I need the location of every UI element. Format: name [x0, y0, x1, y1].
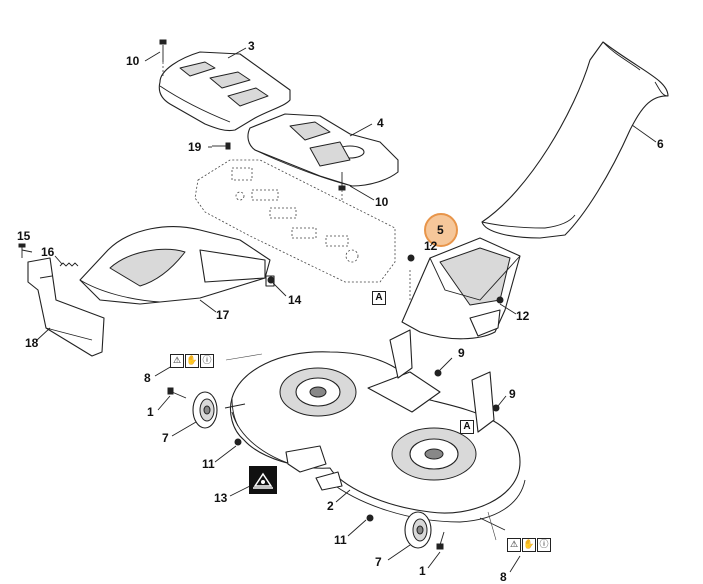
label-part-7-left: 7 [162, 431, 169, 445]
label-part-7-bottom: 7 [375, 555, 382, 569]
label-part-14: 14 [288, 293, 302, 307]
reference-marker-a-deck: A [460, 420, 474, 434]
nuts-9-11 [234, 276, 500, 522]
label-part-9-right: 9 [509, 387, 516, 401]
label-part-8-left: 8 [144, 371, 151, 385]
part-7-wheel-right [404, 511, 432, 549]
part-5-adapter [401, 237, 521, 340]
read-manual-icon: ⓘ [537, 538, 551, 552]
hand-hazard-icon: ✋ [185, 354, 199, 368]
label-part-5: 5 [437, 223, 444, 237]
label-part-10-top: 10 [126, 54, 140, 68]
label-part-13: 13 [214, 491, 228, 505]
part-7-wheel-left [192, 391, 218, 429]
part-1-bolt-right [436, 531, 445, 550]
part-16-spring [59, 262, 79, 267]
label-part-8-bottom: 8 [500, 570, 507, 584]
warning-decal-bottom: ⚠ ✋ ⓘ [507, 538, 551, 552]
label-part-4: 4 [377, 116, 384, 130]
screw-10-top [159, 39, 167, 78]
label-part-12-top: 12 [424, 239, 438, 253]
part-15-screw [18, 243, 26, 258]
label-part-9-top: 9 [458, 346, 465, 360]
label-part-10-mid: 10 [375, 195, 389, 209]
screw-19 [212, 142, 231, 150]
label-part-2: 2 [327, 499, 334, 513]
hand-hazard-icon: ✋ [522, 538, 536, 552]
part-3-cover [158, 51, 291, 132]
part-4-console [247, 113, 399, 187]
part-17-housing [79, 226, 275, 305]
part-1-bolt-left [167, 387, 187, 399]
read-manual-icon: ⓘ [200, 354, 214, 368]
reference-marker-a-top: A [372, 291, 386, 305]
label-part-1-bottom: 1 [419, 564, 426, 578]
warning-decal-top: ⚠ ✋ ⓘ [170, 354, 214, 368]
label-part-12-right: 12 [516, 309, 530, 323]
part-18-flap [27, 257, 105, 357]
screw-10-mid [338, 172, 346, 200]
part-6-chute [481, 41, 669, 239]
label-part-1-left: 1 [147, 405, 154, 419]
label-part-16: 16 [41, 245, 55, 259]
warning-triangle-icon: ⚠ [507, 538, 521, 552]
label-part-6: 6 [657, 137, 664, 151]
label-part-11-bottom: 11 [334, 533, 347, 547]
part-2-mower-deck [224, 329, 526, 531]
label-part-15: 15 [17, 229, 31, 243]
label-part-19: 19 [188, 140, 202, 154]
warning-triangle-icon: ⚠ [170, 354, 184, 368]
label-part-17: 17 [216, 308, 230, 322]
label-part-11-left: 11 [202, 457, 215, 471]
label-part-3: 3 [248, 39, 255, 53]
label-part-18: 18 [25, 336, 39, 350]
highlight-circle-part-5 [424, 213, 458, 247]
mower-symbol-icon [249, 466, 277, 494]
